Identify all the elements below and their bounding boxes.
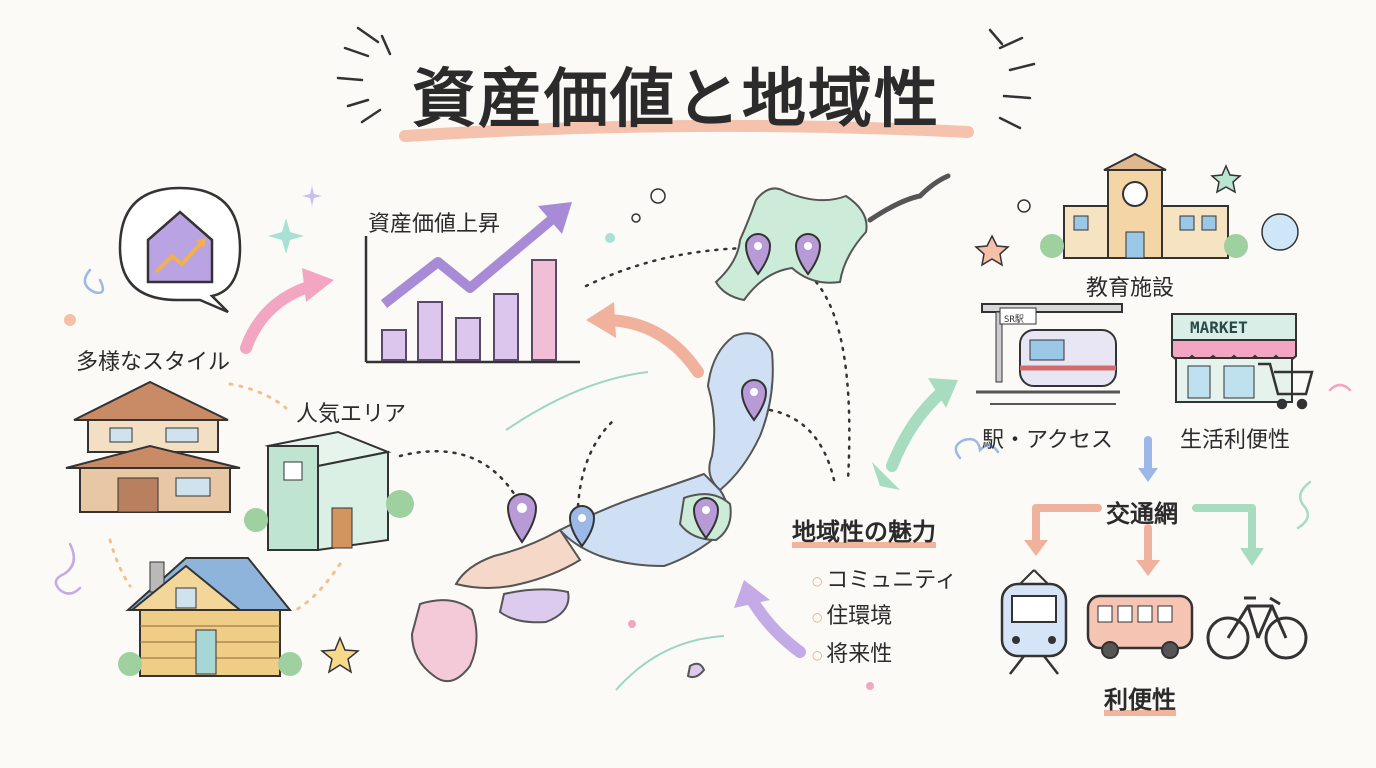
japanese-house-icon xyxy=(65,380,241,513)
hokkaido xyxy=(714,187,868,302)
decor-bubble-blue xyxy=(1261,213,1299,251)
star-icon xyxy=(320,636,360,674)
pink-arrow-to-chart xyxy=(240,268,334,354)
decor-dots xyxy=(64,233,874,690)
okinawa xyxy=(686,662,706,679)
shikoku xyxy=(498,588,570,624)
train-icon xyxy=(1000,569,1068,675)
chart-bar xyxy=(455,317,481,361)
star-icon xyxy=(974,234,1010,267)
asset-growth-chart xyxy=(364,202,580,364)
chart-label: 資産価値上昇 xyxy=(368,212,501,237)
transport-arrows xyxy=(1032,436,1256,564)
chart-bar xyxy=(493,293,519,361)
sparkle-icon xyxy=(302,186,322,206)
map-flow-lines xyxy=(505,371,725,691)
station-sign: SR駅 xyxy=(1004,315,1024,325)
market-icon xyxy=(1171,313,1297,403)
green-double-arrow xyxy=(872,378,958,490)
purple-arrow-to-map xyxy=(734,580,806,658)
log-cabin-icon xyxy=(118,557,302,677)
kuril xyxy=(867,173,951,223)
chart-bar xyxy=(531,259,557,361)
house-growth-icon xyxy=(118,186,242,314)
honshu-north xyxy=(706,332,774,492)
map-pin-icon xyxy=(506,493,538,544)
daily-convenience-label: 生活利便性 xyxy=(1180,428,1291,453)
market-sign: MARKET xyxy=(1190,318,1248,337)
station-icon xyxy=(976,303,1123,405)
regional-charm-label: 地域性の魅力 xyxy=(792,518,936,546)
map-pin-icon xyxy=(740,379,768,422)
decor-bubbles xyxy=(631,188,1031,223)
star-icon xyxy=(1210,164,1242,194)
bus-icon xyxy=(1086,594,1194,659)
japan-map xyxy=(410,173,951,683)
title-underline xyxy=(399,119,974,142)
dotted-connectors-orange xyxy=(108,382,342,614)
school-icon xyxy=(1040,152,1248,259)
chart-bar xyxy=(381,329,407,361)
transport-arrow-heads xyxy=(1024,468,1264,576)
dotted-connectors xyxy=(398,246,851,508)
bicycle-icon xyxy=(1206,596,1308,660)
style-label: 多様なスタイル xyxy=(76,350,231,375)
map-pins xyxy=(506,233,822,548)
kyushu xyxy=(410,599,478,683)
cart-icon xyxy=(1258,362,1314,410)
bullet-living-environment: 住環境 xyxy=(812,598,892,630)
map-pin-icon xyxy=(794,233,822,276)
title-burst-lines xyxy=(336,26,1036,130)
popular-area-label: 人気エリア xyxy=(296,402,407,427)
salmon-arrow-from-map xyxy=(586,302,704,378)
convenience-label: 利便性 xyxy=(1104,686,1176,714)
map-pin-icon xyxy=(744,233,772,276)
bullet-future: 将来性 xyxy=(812,636,892,668)
trend-arrow-icon xyxy=(380,212,560,308)
map-pin-icon xyxy=(692,497,720,540)
bullet-community: コミュニティ xyxy=(812,562,957,594)
page-title: 資産価値と地域性 xyxy=(412,63,940,137)
education-label: 教育施設 xyxy=(1086,276,1175,301)
sparkle-icon xyxy=(268,218,304,254)
modern-house-icon xyxy=(244,430,414,552)
map-pin-icon xyxy=(568,505,596,548)
transport-network-label: 交通網 xyxy=(1106,500,1178,528)
decor-swirls xyxy=(54,268,1352,595)
chugoku xyxy=(454,528,582,589)
station-access-label: 駅・アクセス xyxy=(982,428,1113,453)
chart-bar xyxy=(417,301,443,361)
